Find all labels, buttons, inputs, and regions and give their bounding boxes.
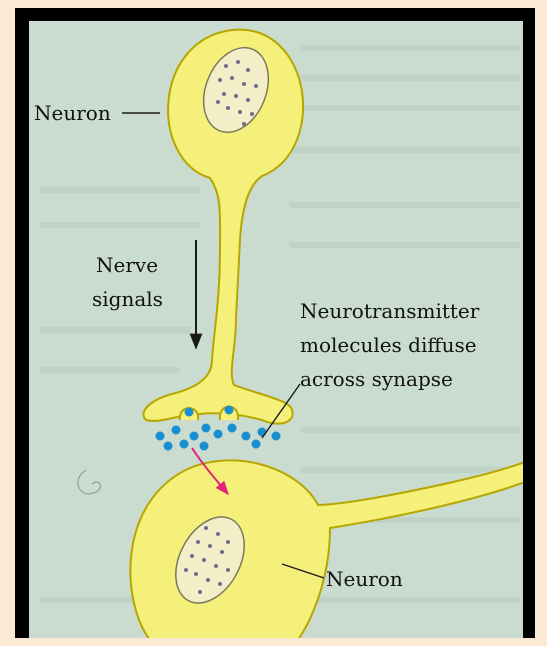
nerve-label: Nerve [96, 253, 158, 277]
lower-neuron-label: Neuron [326, 567, 403, 591]
upper-neuron-label: Neuron [34, 101, 111, 125]
neurotransmitter-label-line1: Neurotransmitter [300, 299, 480, 323]
sketch-mark [78, 470, 100, 494]
neurotransmitter-label-line2: molecules diffuse [300, 333, 477, 357]
neurotransmitter-label-line3: across synapse [300, 367, 453, 391]
signals-label: signals [92, 287, 163, 311]
